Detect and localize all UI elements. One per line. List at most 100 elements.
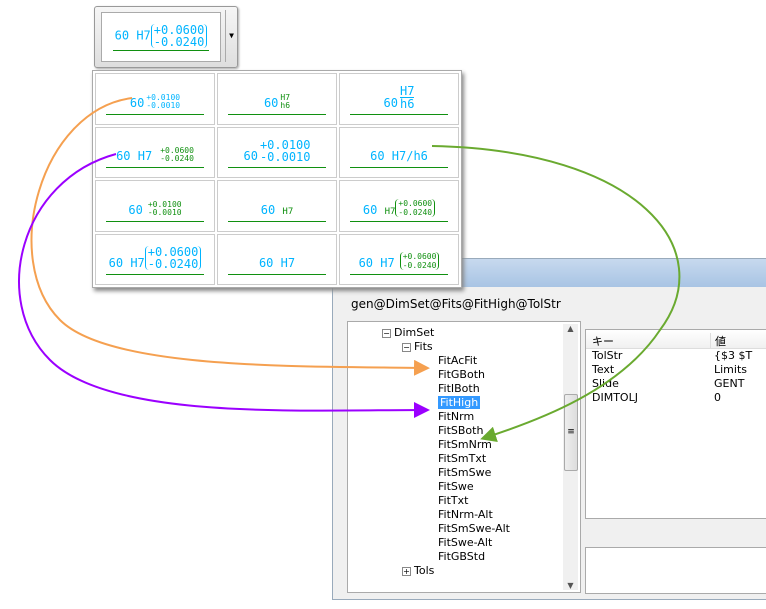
- option-base: 60: [263, 95, 279, 110]
- tree-item[interactable]: FitSwe-Alt: [438, 536, 492, 550]
- tree-item[interactable]: FitGBStd: [438, 550, 485, 564]
- option-base: 60 H7: [358, 256, 395, 270]
- tree-item[interactable]: FitGBoth: [438, 368, 485, 382]
- tree-item[interactable]: FitNrm: [438, 410, 474, 424]
- tree-label: FitSmTxt: [438, 452, 487, 465]
- scroll-thumb[interactable]: ≡: [564, 394, 578, 471]
- expand-icon[interactable]: +: [402, 567, 411, 576]
- option-lower: -0.0010: [147, 207, 182, 217]
- tree-item[interactable]: FitSmSwe-Alt: [438, 522, 510, 536]
- list-row[interactable]: TolStr{$3 $T: [586, 349, 766, 363]
- style-option[interactable]: 60 H7: [217, 180, 337, 232]
- collapse-icon[interactable]: −: [402, 343, 411, 352]
- style-option[interactable]: 60+0.0100-0.0010: [95, 73, 215, 125]
- option-fit: H7: [384, 206, 396, 217]
- style-option[interactable]: 60 H7+0.0600-0.0240: [339, 233, 459, 285]
- tree-item[interactable]: FitNrm-Alt: [438, 508, 493, 522]
- combo-preview: 60 H7+0.0600-0.0240: [101, 12, 221, 62]
- column-key[interactable]: キー: [592, 335, 614, 348]
- tree-label: FitSmNrm: [438, 438, 492, 451]
- row-value: GENT: [714, 377, 745, 390]
- tree-item[interactable]: FitSmTxt: [438, 452, 486, 466]
- tree-item[interactable]: FitSmNrm: [438, 438, 492, 452]
- option-base: 60: [129, 95, 145, 110]
- option-lower: h6: [400, 96, 415, 111]
- tree-label: FitSmSwe-Alt: [438, 522, 510, 535]
- tree-item[interactable]: FitAcFit: [438, 354, 477, 368]
- tree-label: FitSwe: [438, 480, 474, 493]
- tree-label: FitGBoth: [438, 368, 485, 381]
- tree-node-tols[interactable]: +Tols: [402, 564, 434, 578]
- tree-label: Tols: [414, 564, 435, 577]
- style-option[interactable]: 60 H7/h6: [339, 126, 459, 178]
- tree-node-fits[interactable]: −Fits: [402, 340, 433, 354]
- tree-label: DimSet: [394, 326, 435, 339]
- tree-label: FitNrm: [438, 410, 475, 423]
- option-lower: -0.0010: [146, 100, 181, 110]
- list-row[interactable]: DIMTOLJ 0: [586, 391, 766, 405]
- option-lower: -0.0240: [398, 207, 433, 217]
- row-value: 0: [714, 391, 721, 404]
- tree-item[interactable]: FitSwe: [438, 480, 474, 494]
- option-base: 60 H7/h6: [370, 149, 428, 163]
- style-option[interactable]: 60 H7+0.0600-0.0240: [339, 180, 459, 232]
- combo-base: 60 H7: [114, 28, 151, 42]
- style-option[interactable]: 60 H7+0.0600-0.0240: [95, 126, 215, 178]
- tree-label: FitTxt: [438, 494, 469, 507]
- tree-label: FitSBoth: [438, 424, 484, 437]
- list-row[interactable]: Slide GENT: [586, 377, 766, 391]
- collapse-icon[interactable]: −: [382, 329, 391, 338]
- option-base: 60 H7: [258, 256, 296, 270]
- value-editor[interactable]: [585, 547, 766, 594]
- option-lower: -0.0240: [147, 257, 199, 271]
- tree-label: FitGBStd: [438, 550, 486, 563]
- tree-item[interactable]: FitSmSwe: [438, 466, 491, 480]
- row-key: DIMTOLJ: [592, 391, 638, 404]
- option-upper: H7: [400, 83, 415, 98]
- option-base: 60: [383, 95, 398, 110]
- option-upper: H7: [280, 92, 291, 102]
- column-value[interactable]: 値: [710, 333, 726, 349]
- tree-item[interactable]: FitSBoth: [438, 424, 483, 438]
- option-fit: H7: [282, 206, 294, 217]
- row-value: Limits: [714, 363, 747, 376]
- style-option[interactable]: 60+0.0100-0.0010: [217, 126, 337, 178]
- tree-label: Fits: [414, 340, 433, 353]
- option-upper: +0.0600: [398, 198, 433, 208]
- option-lower: -0.0010: [259, 150, 311, 164]
- tree-label: FitHigh: [438, 396, 481, 409]
- chevron-down-icon[interactable]: ▼: [225, 10, 237, 62]
- list-header: キー 値: [586, 330, 766, 349]
- option-base: 60: [260, 202, 276, 217]
- tolerance-style-combobox[interactable]: 60 H7+0.0600-0.0240 ▼: [94, 6, 238, 68]
- tree-item[interactable]: FitIBoth: [438, 382, 480, 396]
- tree-scrollbar[interactable]: ▲ ≡ ▼: [563, 324, 578, 590]
- list-row[interactable]: Text Limits: [586, 363, 766, 377]
- tree-label: FitSwe-Alt: [438, 536, 493, 549]
- option-lower: h6: [280, 100, 291, 110]
- tree-label: FitIBoth: [438, 382, 480, 395]
- option-lower: -0.0240: [160, 154, 194, 163]
- row-key: Text: [592, 363, 615, 376]
- option-base: 60: [362, 202, 378, 217]
- option-base: 60: [128, 202, 143, 217]
- scroll-down-icon[interactable]: ▼: [567, 581, 574, 590]
- key-path: gen@DimSet@Fits@FitHigh@TolStr: [351, 297, 561, 311]
- row-key: TolStr: [592, 349, 623, 362]
- style-option[interactable]: 60+0.0100-0.0010: [95, 180, 215, 232]
- style-option[interactable]: 60 H7: [217, 233, 337, 285]
- option-upper: +0.0600: [402, 252, 437, 261]
- option-base: 60 H7: [116, 149, 153, 163]
- tree-node-dimset[interactable]: −DimSet: [382, 326, 434, 340]
- scroll-up-icon[interactable]: ▲: [567, 324, 574, 333]
- row-key: Slide: [592, 377, 619, 390]
- option-base: 60: [243, 149, 258, 163]
- tree-item[interactable]: FitHigh: [438, 396, 481, 410]
- tree-item[interactable]: FitTxt: [438, 494, 468, 508]
- style-option[interactable]: 60 H7+0.0600-0.0240: [95, 233, 215, 285]
